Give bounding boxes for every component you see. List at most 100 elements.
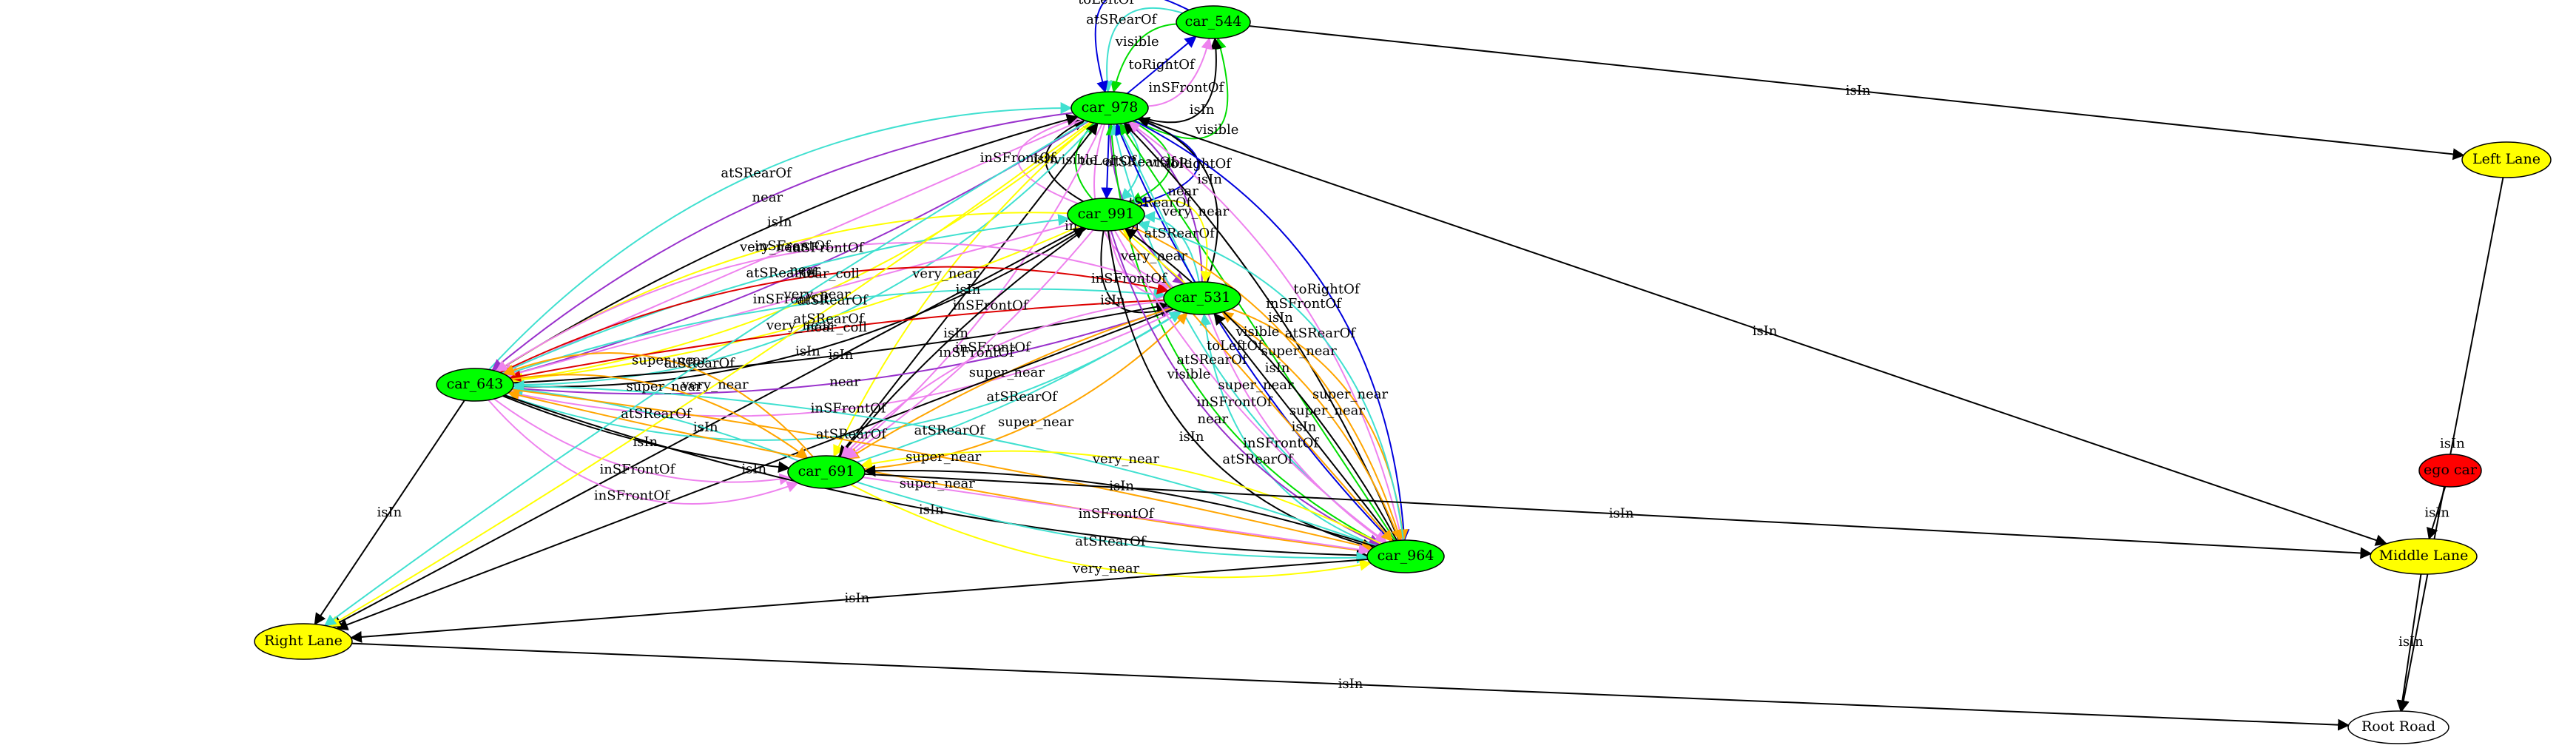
node-car-964: car_964 (1366, 539, 1445, 573)
edge-label: isIn (2398, 634, 2424, 650)
edge-car-964-car-531-super-near (1221, 311, 1400, 541)
node-middle-lane: Middle Lane (2370, 538, 2478, 575)
edge-label: isIn (845, 590, 870, 606)
nodes-layer: car_544car_978car_991car_531car_643car_6… (254, 5, 2552, 744)
edge-label: isIn (1109, 479, 1134, 494)
edge-label: atSRearOf (621, 406, 692, 422)
edge-label: isIn (1753, 323, 1778, 339)
edge-car-978-middle-lane-isin (1139, 117, 2388, 546)
edge-car-991-car-691-insfrontof (845, 229, 1094, 459)
edge-label: atSRearOf (1222, 451, 1294, 467)
node-label-ego-car: ego car (2424, 462, 2478, 478)
edge-car-991-car-964-super-near (1131, 226, 1403, 542)
node-shape-car-991 (1067, 198, 1145, 232)
edge-car-978-car-691-very-near (833, 121, 1093, 457)
edge-label: atSRearOf (1075, 533, 1147, 549)
edge-car-978-right-lane-very-near (328, 121, 1091, 627)
edge-label: very_near (911, 266, 980, 282)
node-label-car-964: car_964 (1378, 548, 1434, 564)
node-shape-root-road (2347, 710, 2449, 744)
edge-car-643-car-991-atsrearof (501, 214, 1070, 374)
edge-label: near_coll (806, 320, 867, 335)
edge-label: isIn (1197, 172, 1222, 187)
edge-label: atSRearOf (1176, 352, 1248, 368)
edge-car-964-car-531-isin (1213, 312, 1395, 542)
node-car-544: car_544 (1176, 5, 1251, 39)
node-label-car-691: car_691 (798, 463, 855, 479)
edge-car-531-car-978-near (1127, 121, 1203, 283)
edge-car-991-car-531-isin (1100, 230, 1173, 317)
edge-car-544-car-978-visible (1110, 23, 1177, 93)
node-shape-right-lane (254, 623, 353, 660)
edge-car-691-middle-lane-isin (864, 473, 2373, 559)
edge-label: isIn (919, 502, 944, 517)
edge-label: inSFrontOf (953, 297, 1029, 313)
edge-car-964-car-691-very-near (860, 450, 1382, 545)
edge-car-978-car-544-isin (1141, 37, 1222, 124)
edge-label: inSFrontOf (599, 462, 675, 477)
edge-label: isIn (1292, 420, 1317, 435)
edge-car-978-car-544-insfrontof (1147, 37, 1213, 107)
node-ego-car: ego car (2418, 454, 2482, 488)
edge-label: very_near (783, 287, 852, 303)
edge-label: atSRearOf (1144, 226, 1216, 241)
edge-label: inSFrontOf (594, 488, 670, 503)
node-root-road: Root Road (2347, 710, 2449, 744)
edge-label: near (1167, 183, 1198, 199)
edge-label: super_near (969, 365, 1045, 380)
edge-label: visible (1053, 152, 1097, 168)
node-label-car-531: car_531 (1174, 289, 1231, 306)
node-shape-car-643 (436, 368, 514, 402)
edge-label: near (829, 374, 860, 390)
edge-car-691-car-643-super-near (502, 352, 814, 458)
edge-car-964-car-991-atsrearof (1137, 220, 1405, 541)
edge-label: isIn (633, 434, 658, 450)
edge-label: toLeftOf (1080, 153, 1137, 169)
node-right-lane: Right Lane (254, 623, 353, 660)
edge-car-964-car-978-visible (1119, 122, 1396, 542)
edge-label: inSFrontOf (1148, 80, 1224, 95)
edge-label: visible (1115, 34, 1159, 50)
node-shape-ego-car (2418, 454, 2482, 488)
edge-label: isIn (2424, 505, 2449, 520)
edge-label: inSFrontOf (1243, 435, 1319, 451)
edge-label: super_near (1289, 403, 1366, 419)
edge-label: inSFrontOf (939, 345, 1015, 360)
edge-label: isIn (1179, 429, 1204, 445)
edge-label: isIn (1846, 83, 1871, 98)
edge-label: very_near (1161, 204, 1230, 220)
node-car-691: car_691 (787, 455, 866, 489)
edge-label: inSFrontOf (1266, 296, 1342, 311)
edge-label: isIn (1100, 292, 1125, 308)
edge-car-964-car-531-atsrearof (1199, 313, 1378, 547)
edge-car-643-car-531-near-coll (499, 266, 1170, 374)
edge-car-531-car-978-atsrearof (1116, 123, 1196, 283)
edge-label: very_near (681, 377, 749, 392)
node-shape-car-691 (787, 455, 866, 489)
edge-car-643-car-531-near (512, 306, 1173, 395)
node-shape-car-978 (1070, 91, 1149, 125)
edge-car-544-car-978-atsrearof (1101, 7, 1183, 93)
node-shape-car-544 (1176, 5, 1251, 39)
edge-label: toRightOf (1293, 282, 1360, 297)
edge-label: atSRearOf (721, 165, 792, 181)
node-label-car-643: car_643 (447, 376, 504, 392)
edge-label: visible (1147, 155, 1192, 171)
edge-car-991-car-964-insfrontof (1113, 229, 1388, 543)
edge-label: inSFrontOf (755, 238, 831, 254)
edge-label: isIn (795, 344, 820, 360)
edge-car-964-car-691-isin (863, 465, 1376, 548)
edge-car-643-car-964-isin (504, 394, 1369, 562)
edge-label: super_near (1218, 377, 1294, 393)
edge-label: atSRearOf (1105, 154, 1176, 169)
edge-label: super_near (626, 379, 702, 394)
edge-label: isIn (1609, 506, 1634, 522)
edge-label: inSFrontOf (753, 292, 829, 307)
edge-label: isIn (1265, 360, 1290, 376)
edge-car-643-car-964-super-near (511, 388, 1374, 552)
edge-label: atSRearOf (793, 311, 865, 327)
edges-layer (314, 0, 2504, 731)
edge-car-531-car-643-near-coll (508, 299, 1164, 383)
edge-label: super_near (900, 476, 976, 491)
